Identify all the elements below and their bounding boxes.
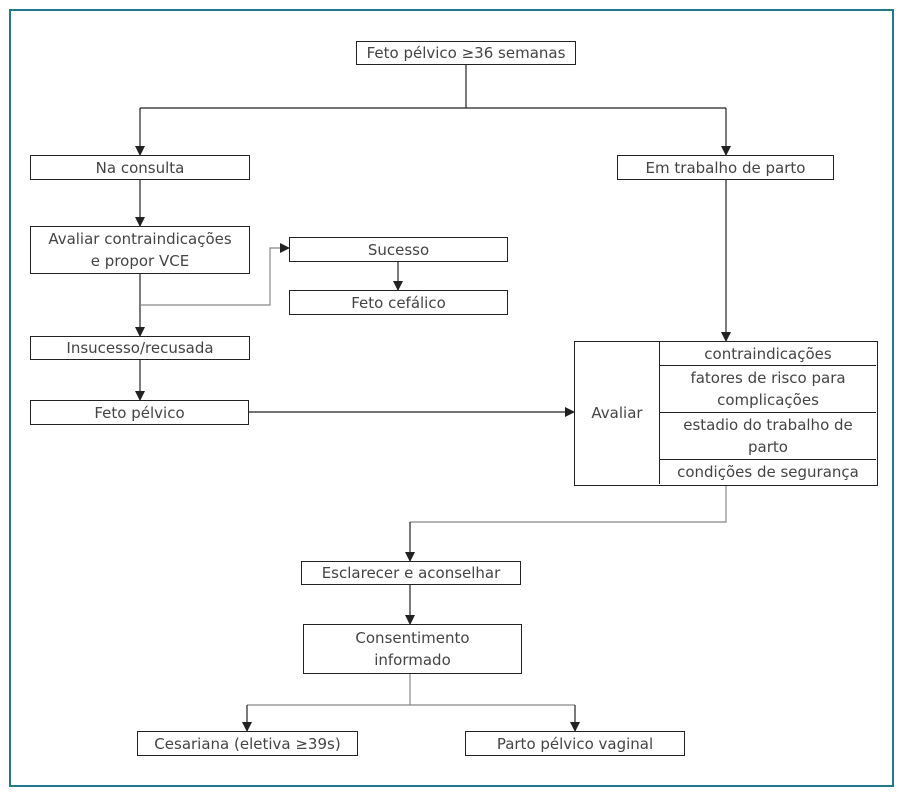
node-avaliar-table: Avaliar contraindicações fatores de risc…: [574, 341, 878, 486]
node-root: Feto pélvico ≥36 semanas: [356, 41, 576, 65]
node-na-consulta: Na consulta: [30, 155, 250, 180]
diagram-frame: [9, 9, 894, 787]
cell-contraindicacoes: contraindicações: [659, 342, 876, 366]
connector-avaliar-to-esclarecer: [410, 486, 727, 523]
node-parto-pelvico-vaginal: Parto pélvico vaginal: [465, 731, 685, 756]
node-feto-cefalico: Feto cefálico: [289, 290, 508, 315]
node-cesariana: Cesariana (eletiva ≥39s): [137, 731, 358, 756]
node-consentimento-informado: Consentimento informado: [303, 624, 522, 674]
node-esclarecer-aconselhar: Esclarecer e aconselhar: [301, 561, 521, 585]
connector-to-sucesso: [140, 243, 290, 306]
node-feto-pelvico: Feto pélvico: [30, 400, 249, 425]
cell-condicoes-seguranca: condições de segurança: [659, 460, 876, 484]
node-insucesso-recusada: Insucesso/recusada: [30, 336, 250, 360]
node-sucesso: Sucesso: [289, 237, 508, 262]
cell-estadio-trabalho-parto: estadio do trabalho de parto: [659, 413, 876, 460]
node-avaliar-contraindicacoes-vce: Avaliar contraindicações e propor VCE: [30, 226, 250, 274]
node-em-trabalho-de-parto: Em trabalho de parto: [617, 155, 834, 180]
cell-fatores-de-risco: fatores de risco para complicações: [659, 366, 876, 413]
avaliar-label: Avaliar: [575, 342, 659, 484]
